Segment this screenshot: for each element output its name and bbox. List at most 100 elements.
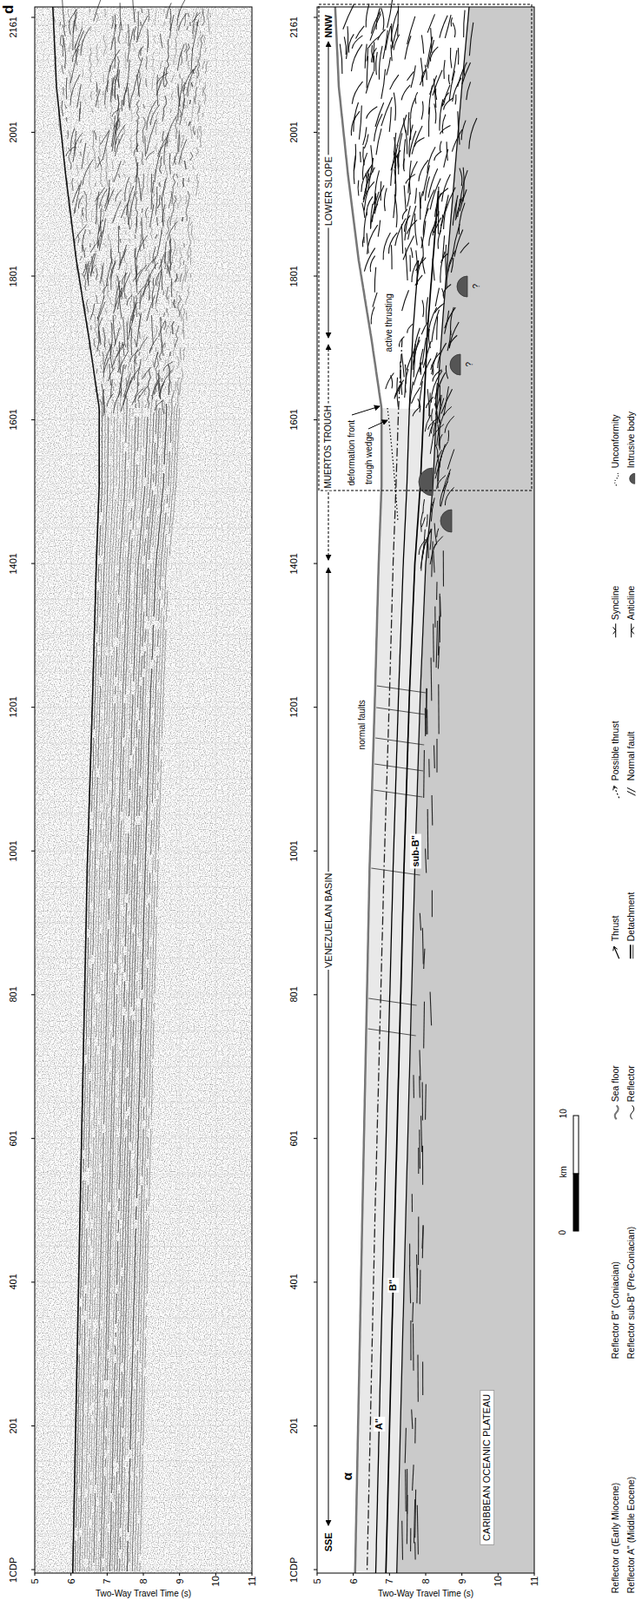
thrust-stroke bbox=[118, 364, 124, 398]
thrust-stroke bbox=[178, 84, 180, 107]
reflector-alpha bbox=[367, 338, 403, 1573]
seismic-noise bbox=[34, 6, 252, 1575]
thrust-stroke bbox=[162, 131, 165, 142]
thrust-stroke bbox=[433, 218, 441, 233]
thrust-stroke bbox=[145, 258, 157, 272]
cdp-number: 2161 bbox=[288, 16, 300, 38]
tick bbox=[31, 419, 35, 421]
thrust-stroke bbox=[385, 26, 391, 51]
basement-reflector bbox=[406, 1469, 408, 1516]
cdp-number: 2161 bbox=[7, 16, 20, 38]
grid-line bbox=[34, 671, 252, 673]
tick bbox=[31, 994, 35, 996]
thrust-stroke bbox=[410, 247, 413, 259]
thrust-stroke bbox=[120, 381, 131, 412]
thrust-stroke bbox=[353, 155, 356, 185]
legend-text: Unconformity bbox=[609, 414, 621, 469]
thrust-stroke bbox=[136, 312, 141, 347]
thrust-stroke bbox=[97, 158, 104, 168]
thrust-stroke bbox=[450, 258, 454, 273]
thrust-stroke bbox=[422, 300, 424, 318]
axis-title: Two-Way Travel Time (s) bbox=[95, 1589, 192, 1600]
basement-reflector bbox=[410, 1265, 411, 1304]
reflector-label: A" bbox=[373, 1416, 385, 1432]
thrust-stroke bbox=[167, 264, 171, 275]
thrust-stroke bbox=[187, 65, 197, 97]
thrust-stroke bbox=[159, 137, 167, 158]
thrust-stroke bbox=[135, 217, 137, 234]
thrust-stroke bbox=[74, 27, 83, 48]
basement-reflector bbox=[422, 1362, 424, 1397]
thrust-stroke bbox=[119, 341, 121, 375]
thrust-stroke bbox=[399, 337, 405, 348]
legend-symbol-part bbox=[629, 473, 636, 484]
thrust-stroke bbox=[114, 37, 117, 69]
grid-line bbox=[215, 6, 217, 1575]
thrust-stroke bbox=[444, 416, 455, 433]
tick bbox=[31, 1138, 35, 1140]
region-label: MUERTOS TROUGH bbox=[323, 403, 334, 491]
thrust-stroke bbox=[83, 264, 87, 274]
thrust-stroke bbox=[364, 187, 369, 212]
thrust-stroke bbox=[386, 57, 391, 76]
thrust-stroke bbox=[191, 47, 193, 74]
uncertainty-mark: ? bbox=[464, 360, 476, 370]
thrust-stroke bbox=[110, 344, 113, 370]
thrust-stroke bbox=[111, 262, 116, 290]
seismic-ground bbox=[34, 6, 252, 1575]
thrust-stroke bbox=[457, 198, 461, 218]
unconformity-line bbox=[387, 408, 398, 522]
basement-reflector bbox=[436, 739, 437, 774]
uncertainty-mark: ? bbox=[471, 282, 483, 292]
thrust-stroke bbox=[136, 264, 147, 286]
basement-reflector bbox=[411, 1194, 413, 1213]
grid-line bbox=[34, 1390, 252, 1392]
thrust-stroke bbox=[457, 47, 460, 65]
seismic-reflector bbox=[100, 8, 143, 1573]
direction-label: NNW bbox=[323, 14, 335, 38]
thrust-stroke bbox=[446, 141, 448, 161]
thrust-stroke bbox=[111, 379, 113, 398]
thrust-stroke bbox=[412, 340, 420, 371]
legend-item: Reflector B" (Coniacian) bbox=[609, 1262, 622, 1360]
thrust-stroke bbox=[139, 337, 149, 351]
thrust-stroke bbox=[147, 28, 149, 53]
thrust-stroke bbox=[427, 13, 435, 33]
thrust-stroke bbox=[410, 65, 416, 88]
thrust-stroke bbox=[427, 389, 430, 419]
thrust-stroke bbox=[401, 224, 403, 254]
thrust-stroke bbox=[183, 68, 194, 92]
legend-symbol-part bbox=[614, 786, 620, 799]
grid-line bbox=[34, 383, 252, 385]
thrust-stroke bbox=[112, 344, 123, 369]
thrust-stroke bbox=[421, 320, 430, 335]
thrust-stroke bbox=[371, 191, 379, 223]
thrust-stroke bbox=[129, 302, 138, 334]
thrust-stroke bbox=[448, 74, 450, 85]
thrust-stroke bbox=[450, 17, 452, 27]
reflector-sub-b bbox=[397, 6, 470, 1575]
intrusive-body bbox=[418, 468, 433, 497]
thrust-stroke bbox=[95, 89, 101, 107]
thrust-stroke bbox=[420, 58, 423, 87]
grid-line bbox=[34, 419, 252, 421]
seismic-reflector bbox=[114, 13, 186, 1573]
thrust-stroke bbox=[434, 151, 443, 161]
thrust-stroke bbox=[71, 128, 75, 152]
legend-symbol-part bbox=[629, 945, 632, 960]
legend-symbol-part bbox=[631, 627, 635, 635]
thrust-stroke bbox=[66, 78, 68, 100]
thrust-stroke bbox=[405, 247, 408, 281]
legend-symbol-part bbox=[632, 945, 634, 960]
thrust-stroke bbox=[411, 125, 423, 155]
thrust-stroke bbox=[383, 30, 388, 60]
thrust-stroke bbox=[100, 130, 110, 146]
cdp-number: 401 bbox=[7, 1275, 20, 1291]
thrust-stroke bbox=[62, 25, 66, 37]
reflector-label: α bbox=[338, 1473, 354, 1482]
thrust-stroke bbox=[395, 145, 398, 167]
tick bbox=[313, 707, 318, 709]
thrust-stroke bbox=[426, 36, 433, 67]
thrust-stroke bbox=[426, 515, 428, 528]
basement-reflector bbox=[409, 1244, 411, 1268]
